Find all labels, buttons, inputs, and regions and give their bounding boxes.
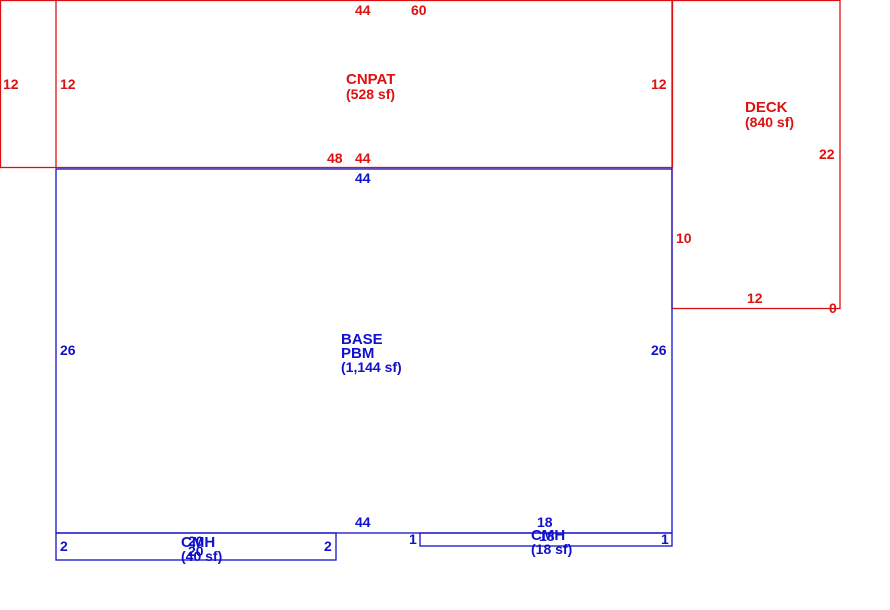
- cnpat-dim-bottom: 44: [355, 150, 371, 166]
- cmh-right-outline: [419, 532, 673, 547]
- cmh-left-dim-right: 2: [324, 538, 332, 554]
- cmh-right-area: (18 sf): [531, 541, 572, 557]
- deck-left-outline: [0, 0, 674, 169]
- base-dim-top: 44: [355, 170, 371, 186]
- base-dim-left: 26: [60, 342, 76, 358]
- base-subname: PBM: [341, 345, 374, 362]
- cnpat-dim-top: 44: [355, 2, 371, 18]
- base-area: (1,144 sf): [341, 359, 402, 375]
- deck-left-dim-left: 12: [3, 76, 19, 92]
- cmh-right-dim-top: 18: [537, 514, 553, 530]
- cmh-right-dim-left: 1: [409, 531, 417, 547]
- deck-dim-left: 10: [676, 230, 692, 246]
- cmh-right-dim-right: 1: [661, 531, 669, 547]
- cmh-left-name: CMH: [181, 534, 215, 551]
- base-dim-bottom: 44: [355, 514, 371, 530]
- base-dim-right: 26: [651, 342, 667, 358]
- cmh-right-dim-bottom: 18: [539, 528, 555, 544]
- cmh-left-dim-left: 2: [60, 538, 68, 554]
- cnpat-area: (528 sf): [346, 86, 395, 102]
- deck-dim-right: 22: [819, 146, 835, 162]
- deck-name: DECK: [745, 99, 788, 116]
- base-outline: [55, 168, 673, 534]
- cmh-left-dim-top: 20: [188, 533, 204, 549]
- cnpat-name: CNPAT: [346, 71, 395, 88]
- deck-left-dim-top: 60: [411, 2, 427, 18]
- deck-left-dim-bottom: 48: [327, 150, 343, 166]
- cmh-right-name: CMH: [531, 527, 565, 544]
- deck-dim-bottom: 12: [747, 290, 763, 306]
- deck-outline: [671, 0, 841, 310]
- cnpat-dim-right: 12: [651, 76, 667, 92]
- deck-area: (840 sf): [745, 114, 794, 130]
- deck-dim-corner: 0: [829, 300, 837, 316]
- base-name: BASE: [341, 331, 383, 348]
- cmh-left-outline: [55, 532, 337, 561]
- cnpat-dim-left: 12: [60, 76, 76, 92]
- cmh-left-dim-bottom: 20: [188, 543, 204, 559]
- cmh-left-area: (40 sf): [181, 548, 222, 564]
